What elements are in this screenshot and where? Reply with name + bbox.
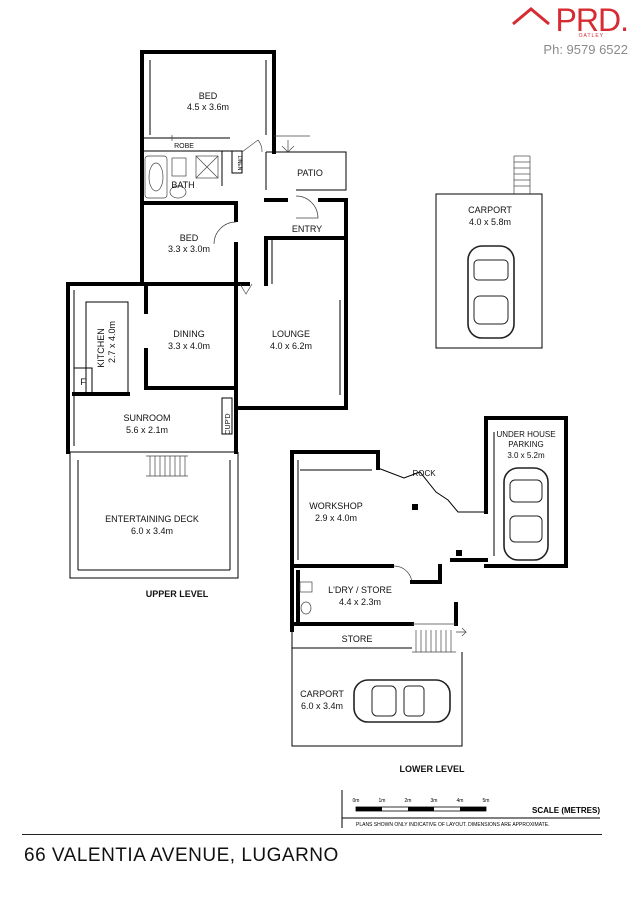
room-dims-sunroom: 5.6 x 2.1m [126, 425, 168, 435]
footer-divider [22, 834, 602, 835]
room-name-store: STORE [342, 634, 373, 644]
room-name-carport-upper: CARPORT [468, 205, 512, 215]
room-dims-bed-2: 3.3 x 3.0m [168, 244, 210, 254]
brand-phone: Ph: 9579 6522 [543, 42, 628, 57]
room-name-robe: ROBE [174, 143, 194, 150]
car-icon [467, 245, 515, 339]
scale-tick: 3m [431, 798, 438, 804]
room-name-patio: PATIO [297, 168, 323, 178]
room-name-bath: BATH [171, 180, 194, 190]
scale-tick: 0m [353, 798, 360, 804]
car-icon [353, 679, 451, 723]
scale-tick: 1m [379, 798, 386, 804]
room-name-bed-1: BED [199, 91, 218, 101]
scale-tick: 2m [405, 798, 412, 804]
room-name-dining: DINING [173, 329, 205, 339]
fridge-label: F [80, 377, 86, 387]
scale-title: SCALE (METRES) [532, 806, 600, 815]
brand-office: OATLEY [578, 33, 604, 39]
lower-level-plan [290, 416, 568, 747]
brand-logo: PRD. [555, 2, 629, 38]
upper-level-label: UPPER LEVEL [146, 589, 209, 599]
room-name-sunroom: SUNROOM [124, 413, 171, 423]
property-address: 66 VALENTIA AVENUE, LUGARNO [24, 845, 339, 866]
scale-bar [341, 790, 600, 828]
room-name-entry: ENTRY [292, 224, 322, 234]
room-dims-dining: 3.3 x 4.0m [168, 341, 210, 351]
room-dims-deck: 6.0 x 3.4m [131, 526, 173, 536]
brand-block: PRD. OATLEY Ph: 9579 6522 [512, 2, 629, 57]
room-name-lounge: LOUNGE [272, 329, 310, 339]
room-name-kitchen: KITCHEN [96, 328, 106, 368]
rock-label: ROCK [412, 469, 436, 478]
upper-carport [435, 155, 543, 349]
room-dims-laundry: 4.4 x 2.3m [339, 597, 381, 607]
room-name-bed-2: BED [180, 233, 199, 243]
scale-note: PLANS SHOWN ONLY INDICATIVE OF LAYOUT. D… [356, 822, 549, 828]
room-name-carport-lower: CARPORT [300, 689, 344, 699]
upper-level-plan [66, 50, 348, 579]
scale-tick: 5m [483, 798, 490, 804]
room-name-laundry: L'DRY / STORE [328, 585, 392, 595]
room-dims-carport-upper: 4.0 x 5.8m [469, 217, 511, 227]
room-name-workshop: WORKSHOP [309, 501, 363, 511]
room-dims-workshop: 2.9 x 4.0m [315, 513, 357, 523]
cupboard-label: CUP'D [225, 413, 232, 434]
room-dims-lounge: 4.0 x 6.2m [270, 341, 312, 351]
room-name-under-house-1: UNDER HOUSE [496, 430, 555, 439]
lower-level-label: LOWER LEVEL [400, 764, 466, 774]
room-name-linen: LINEN [236, 156, 242, 171]
room-name-deck: ENTERTAINING DECK [105, 514, 199, 524]
room-dims-under-house: 3.0 x 5.2m [507, 451, 545, 460]
room-dims-carport-lower: 6.0 x 3.4m [301, 701, 343, 711]
room-dims-kitchen: 2.7 x 4.0m [107, 321, 117, 363]
scale-tick: 4m [457, 798, 464, 804]
car-icon [503, 467, 549, 561]
room-dims-bed-1: 4.5 x 3.6m [187, 102, 229, 112]
room-name-under-house-2: PARKING [508, 440, 543, 449]
roof-logo-icon [512, 7, 551, 26]
